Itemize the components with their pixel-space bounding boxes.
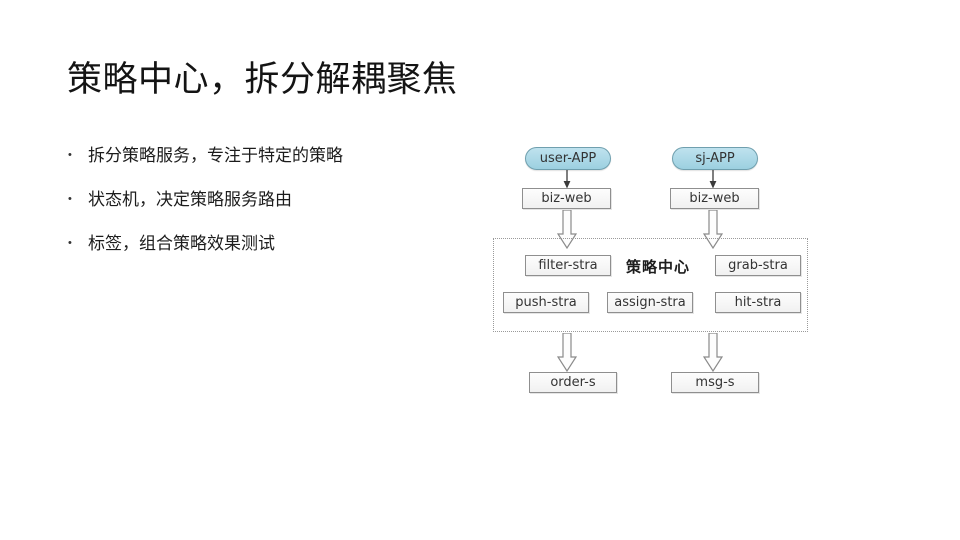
node-user-app: user-APP xyxy=(525,147,611,170)
bullet-dot-icon: • xyxy=(68,149,72,161)
bullet-text: 状态机，决定策略服务路由 xyxy=(88,190,292,209)
bullet-text: 标签，组合策略效果测试 xyxy=(88,234,275,253)
strategy-center-region xyxy=(493,238,808,332)
node-assign-stra: assign-stra xyxy=(607,292,693,313)
node-biz-web-right: biz-web xyxy=(670,188,759,209)
node-order-s: order-s xyxy=(529,372,617,393)
node-biz-web-left: biz-web xyxy=(522,188,611,209)
bullet-dot-icon: • xyxy=(68,237,72,249)
solid-down-arrow-icon xyxy=(709,170,717,189)
node-hit-stra: hit-stra xyxy=(715,292,801,313)
strategy-center-label: 策略中心 xyxy=(625,259,690,276)
solid-down-arrow-icon xyxy=(563,170,571,189)
slide-title: 策略中心，拆分解耦聚焦 xyxy=(67,60,458,99)
bullet-list: • 拆分策略服务，专注于特定的策略 • 状态机，决定策略服务路由 • 标签，组合… xyxy=(68,146,468,278)
list-item: • 拆分策略服务，专注于特定的策略 xyxy=(68,146,468,165)
node-push-stra: push-stra xyxy=(503,292,589,313)
strategy-center-diagram: user-APP sj-APP biz-web biz-web 策略中心 fil… xyxy=(490,140,816,402)
hollow-down-arrow-icon xyxy=(703,333,723,372)
bullet-dot-icon: • xyxy=(68,193,72,205)
hollow-down-arrow-icon xyxy=(557,333,577,372)
list-item: • 标签，组合策略效果测试 xyxy=(68,234,468,253)
bullet-text: 拆分策略服务，专注于特定的策略 xyxy=(88,146,343,165)
node-sj-app: sj-APP xyxy=(672,147,758,170)
node-grab-stra: grab-stra xyxy=(715,255,801,276)
list-item: • 状态机，决定策略服务路由 xyxy=(68,190,468,209)
node-msg-s: msg-s xyxy=(671,372,759,393)
node-filter-stra: filter-stra xyxy=(525,255,611,276)
